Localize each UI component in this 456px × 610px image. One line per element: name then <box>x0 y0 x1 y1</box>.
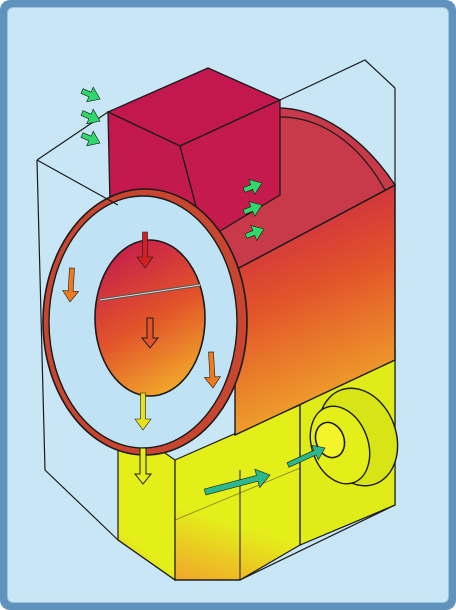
motor-hub <box>309 387 399 487</box>
circulation-arrow <box>62 267 80 303</box>
inlet-arrow <box>242 201 263 218</box>
circulation-arrow <box>203 351 221 389</box>
outlet-arrow <box>286 444 326 468</box>
front-ring <box>42 188 248 456</box>
inlet-arrow <box>80 86 101 103</box>
outlet-arrow <box>203 468 271 496</box>
inlet-arrow <box>80 108 101 125</box>
airflow-internal-arrows-icon <box>133 231 160 485</box>
inlet-arrow <box>244 225 265 242</box>
inlet-arrow <box>242 179 263 196</box>
internal-arrow <box>134 392 152 431</box>
inlet-arrow <box>80 130 101 147</box>
outlet-arrows-icon <box>203 444 326 496</box>
internal-arrow <box>133 447 153 485</box>
internal-arrow <box>140 317 160 349</box>
enclosure-outline-front <box>36 88 396 581</box>
airflow-inlet-arrows-icon <box>80 86 265 242</box>
internal-arrow <box>136 231 154 269</box>
circulation-arrows-icon <box>62 267 221 389</box>
